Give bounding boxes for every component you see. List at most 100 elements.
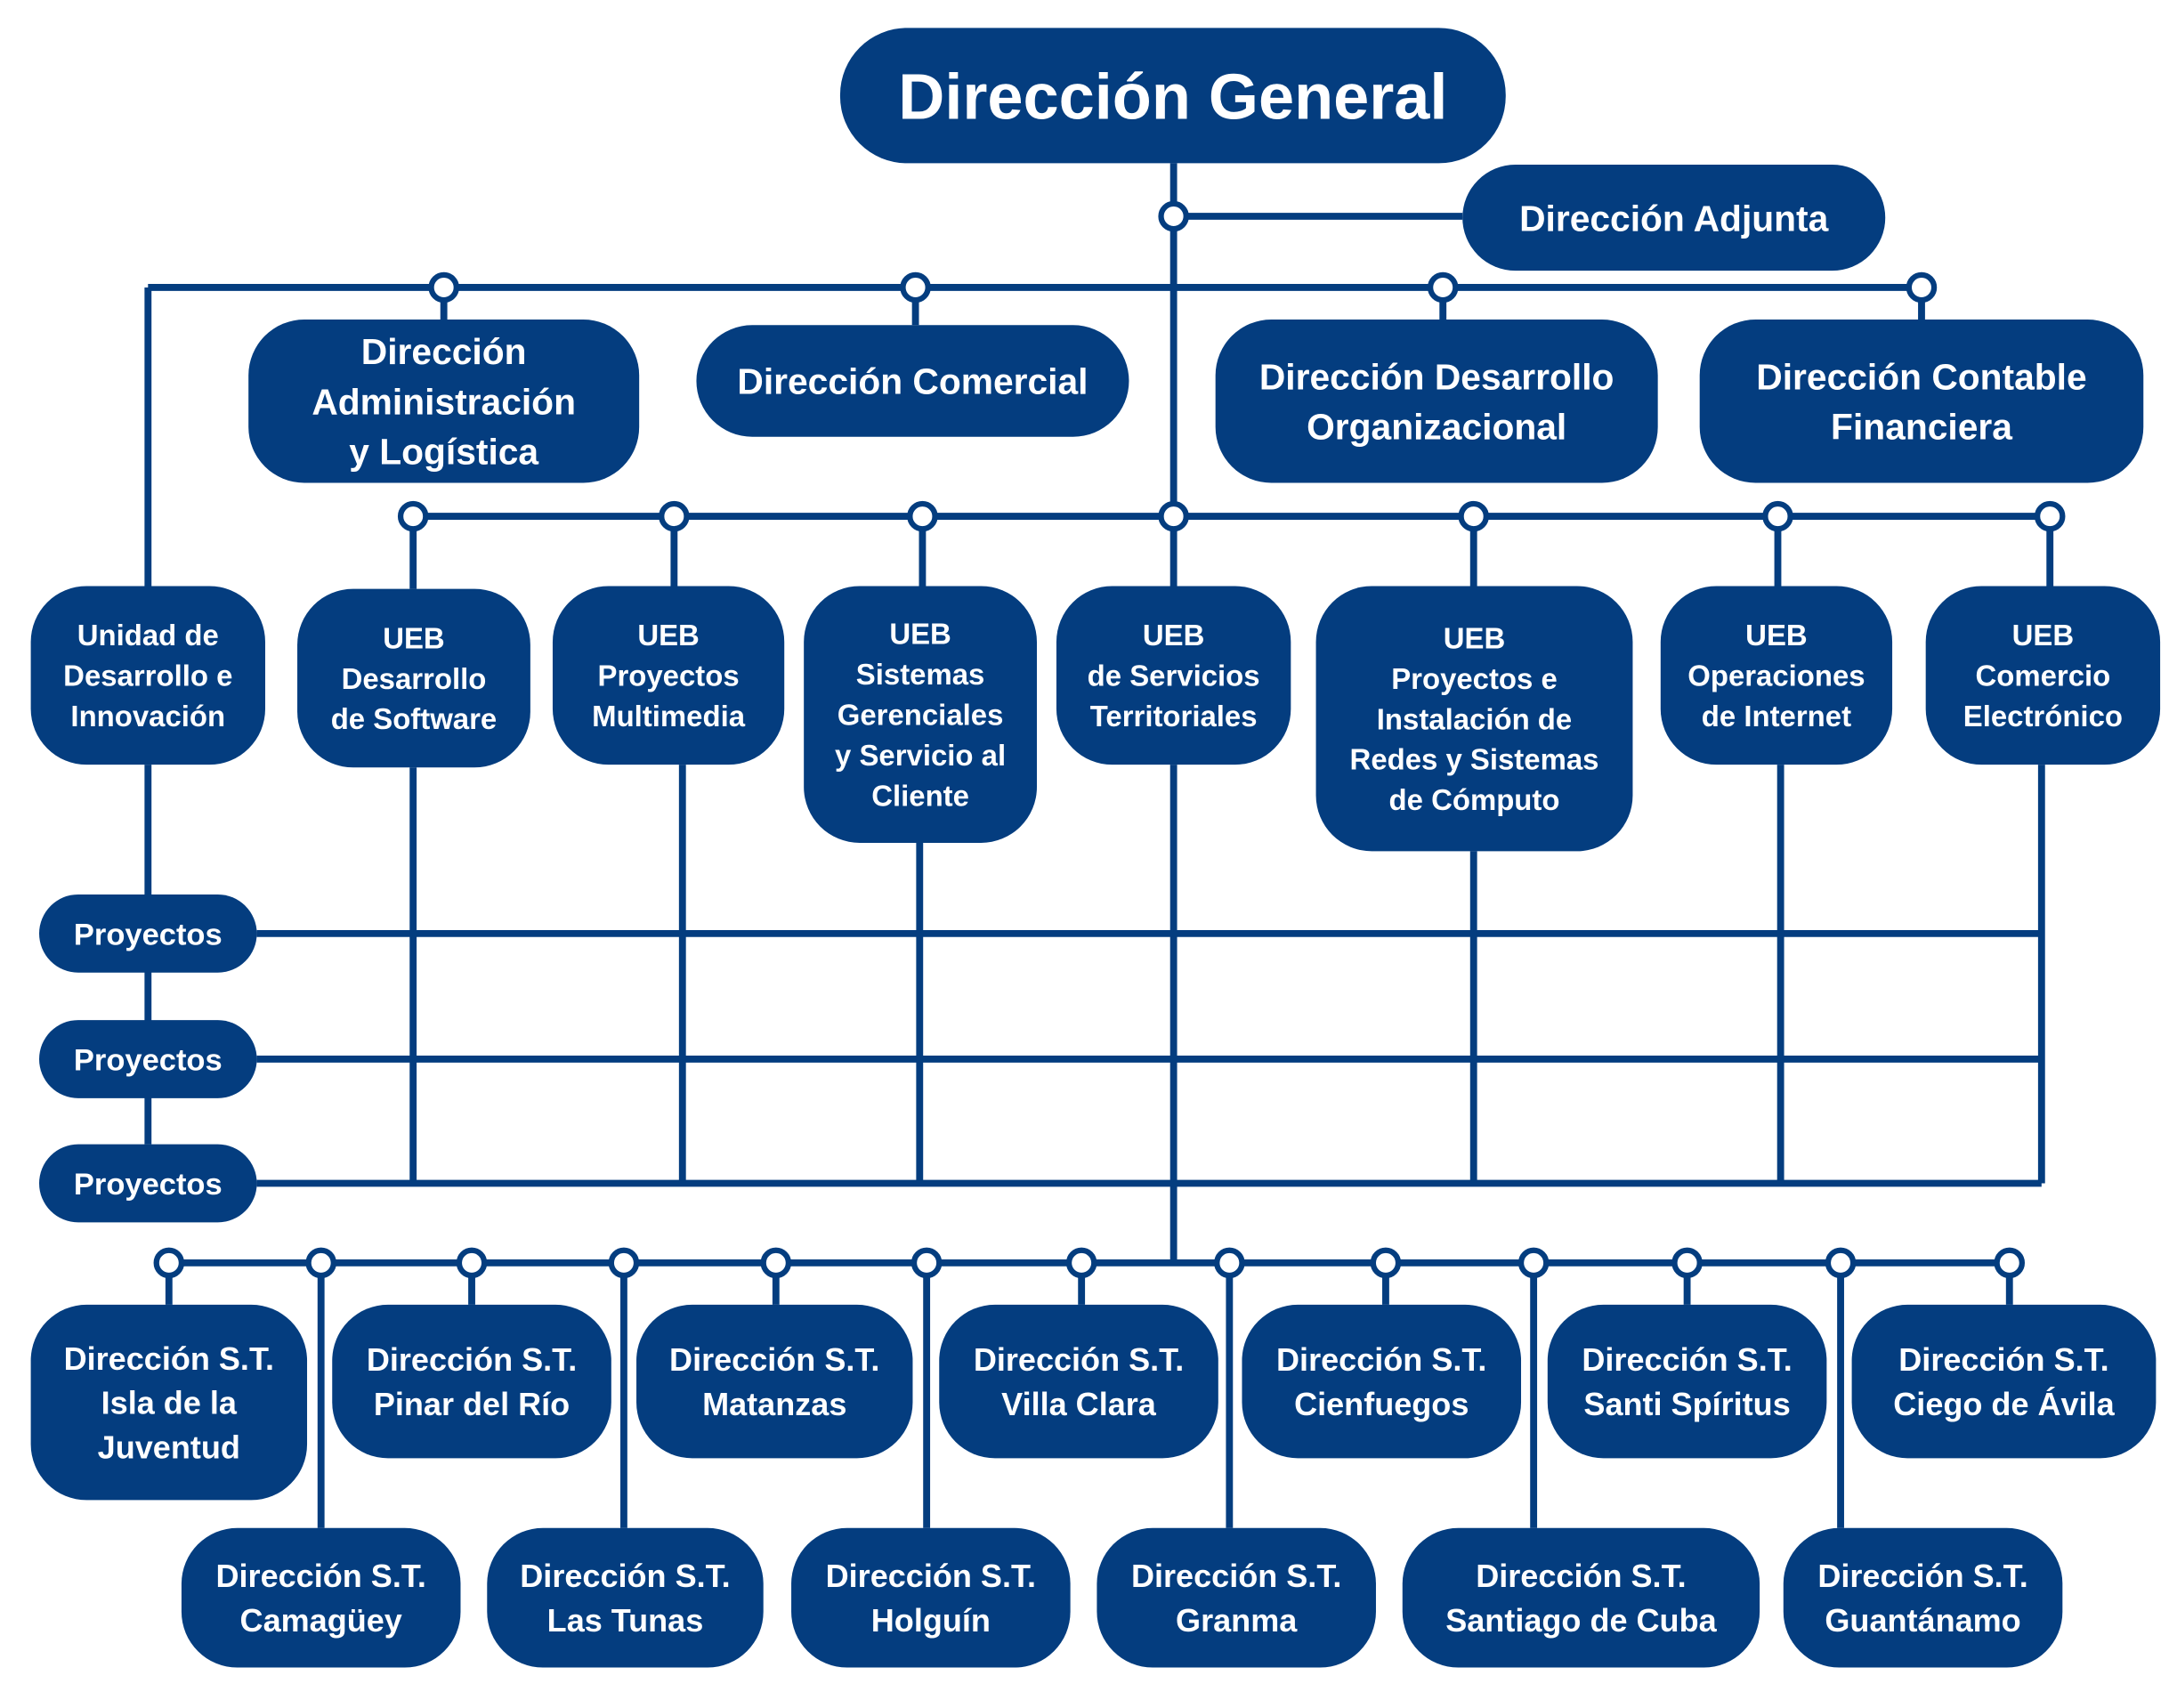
node-label: Dirección S.T. — [1898, 1341, 2108, 1378]
node-label: Guantánamo — [1825, 1602, 2020, 1639]
node-box — [332, 1304, 611, 1459]
node-box — [39, 1144, 257, 1223]
node-label: de Internet — [1702, 700, 1851, 733]
node-st-camaguey[interactable]: Dirección S.T.Camagüey — [181, 1527, 461, 1668]
node-box — [1215, 320, 1658, 483]
node-label: Cienfuegos — [1294, 1386, 1469, 1422]
node-proyectos-3[interactable]: Proyectos — [39, 1144, 257, 1223]
node-label: Desarrollo — [342, 662, 487, 695]
node-label: Dirección S.T. — [669, 1341, 879, 1378]
node-st-santiago[interactable]: Dirección S.T.Santiago de Cuba — [1402, 1527, 1760, 1668]
node-label: Dirección S.T. — [1131, 1558, 1341, 1594]
node-label: Proyectos e — [1391, 662, 1558, 695]
node-box — [1660, 586, 1893, 765]
node-label: UEB — [1444, 621, 1505, 654]
node-label: Dirección S.T. — [1276, 1341, 1486, 1378]
junction-dot — [397, 500, 429, 532]
node-box — [181, 1527, 461, 1668]
junction-dots — [153, 200, 2066, 1279]
node-label: Desarrollo e — [63, 660, 232, 692]
node-label: Dirección Desarrollo — [1259, 356, 1615, 397]
node-label: Holguín — [871, 1602, 991, 1639]
node-label: Dirección S.T. — [367, 1341, 577, 1378]
node-st-pinar[interactable]: Dirección S.T.Pinar del Río — [332, 1304, 611, 1459]
node-st-holguin[interactable]: Dirección S.T. Holguín — [791, 1527, 1071, 1668]
node-box — [1783, 1527, 2063, 1668]
node-box — [1851, 1304, 2157, 1459]
junction-dot — [1158, 200, 1189, 232]
node-label: Instalación de — [1377, 702, 1572, 735]
junction-dot — [1158, 500, 1189, 532]
junction-dot — [910, 1247, 943, 1279]
junction-dot — [1427, 271, 1459, 304]
node-st-guantanamo[interactable]: Dirección S.T. Guantánamo — [1783, 1527, 2063, 1668]
node-label: Proyectos — [74, 1043, 223, 1077]
node-label: Dirección S.T. — [1476, 1558, 1686, 1594]
node-label: Cliente — [871, 779, 969, 812]
node-st-villaclara[interactable]: Dirección S.T. Villa Clara — [939, 1304, 1218, 1459]
junction-dot — [1517, 1247, 1550, 1279]
node-direccion-general[interactable]: Dirección General — [839, 28, 1506, 164]
node-label: Dirección S.T. — [1817, 1558, 2027, 1594]
node-box — [487, 1527, 764, 1668]
node-box — [1925, 586, 2161, 765]
node-label: UEB — [2012, 619, 2074, 652]
node-st-granma[interactable]: Dirección S.T.Granma — [1097, 1527, 1376, 1668]
node-box — [791, 1527, 1071, 1668]
node-label: Unidad de — [77, 619, 219, 652]
node-st-santispiritus[interactable]: Dirección S.T.Santi Spíritus — [1547, 1304, 1827, 1459]
node-proyectos-2[interactable]: Proyectos — [39, 1020, 257, 1098]
junction-dot — [1994, 1247, 2026, 1279]
node-st-cienfuegos[interactable]: Dirección S.T. Cienfuegos — [1242, 1304, 1522, 1459]
node-label: Juventud — [98, 1429, 240, 1465]
node-box — [552, 586, 785, 765]
node-box — [1315, 586, 1633, 852]
junction-dot — [1906, 271, 1938, 304]
node-label: Proyectos — [74, 1168, 223, 1202]
junction-dot — [2034, 500, 2066, 532]
node-box — [1056, 586, 1291, 765]
junction-dot — [1762, 500, 1793, 532]
node-label: Innovación — [70, 700, 225, 733]
node-st-lastunas[interactable]: Dirección S.T.Las Tunas — [487, 1527, 764, 1668]
node-box — [248, 320, 640, 483]
node-box — [636, 1304, 913, 1459]
node-label: Villa Clara — [1001, 1386, 1157, 1422]
node-direccion-adjunta[interactable]: Dirección Adjunta — [1462, 165, 1886, 271]
junction-dot — [1458, 500, 1489, 532]
node-label: Dirección S.T. — [826, 1558, 1036, 1594]
junction-dot — [153, 1247, 185, 1279]
node-label: Gerenciales — [838, 699, 1004, 732]
node-comercial[interactable]: Dirección Comercial — [696, 325, 1129, 437]
junction-dot — [608, 1247, 640, 1279]
node-st-matanzas[interactable]: Dirección S.T.Matanzas — [636, 1304, 913, 1459]
node-label: Financiera — [1831, 407, 2012, 448]
junction-dot — [1214, 1247, 1245, 1279]
node-unidad-desarrollo[interactable]: Unidad de Desarrollo e Innovación — [30, 586, 265, 765]
node-box — [1699, 320, 2144, 483]
node-box — [39, 894, 257, 973]
node-label: UEB — [1745, 619, 1807, 652]
node-box — [696, 325, 1129, 437]
node-box — [804, 586, 1037, 843]
junction-dot — [1370, 1247, 1402, 1279]
node-label: Electrónico — [1963, 700, 2123, 733]
junction-dot — [1065, 1247, 1097, 1279]
node-label: Dirección S.T. — [974, 1341, 1184, 1378]
node-label: de Software — [331, 702, 498, 735]
junction-dot — [907, 500, 938, 532]
node-st-ciego[interactable]: Dirección S.T.Ciego de Ávila — [1851, 1304, 2157, 1459]
node-proyectos-1[interactable]: Proyectos — [39, 894, 257, 973]
